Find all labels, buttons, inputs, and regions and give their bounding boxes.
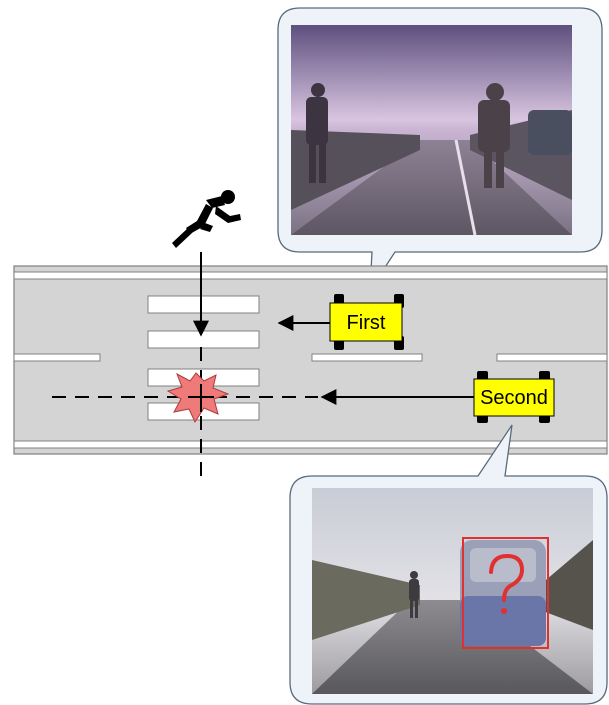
first-car-label: First: [347, 312, 386, 334]
lane-marking: [13, 353, 101, 362]
detection-box: [462, 537, 549, 649]
running-person-icon: [172, 190, 241, 248]
second-car-label: Second: [480, 387, 548, 409]
crosswalk-stripe: [147, 295, 260, 314]
road: [13, 265, 608, 455]
first-car: First: [329, 294, 404, 350]
second-camera-view: [312, 488, 593, 694]
lane-marking: [496, 353, 608, 362]
second-camera-callout: [289, 424, 608, 705]
crosswalk: [147, 295, 260, 421]
pedestrian-silhouette: [306, 83, 328, 183]
lane-marking: [311, 353, 423, 362]
pedestrian-silhouette: [409, 571, 419, 618]
first-camera-callout: [277, 7, 603, 293]
question-mark-icon: [489, 553, 525, 614]
pedestrian-silhouette: [478, 83, 510, 188]
crosswalk-stripe: [147, 330, 260, 349]
vehicle-ahead: [460, 540, 546, 646]
first-camera-view: [291, 25, 572, 236]
second-car: Second: [473, 371, 555, 423]
